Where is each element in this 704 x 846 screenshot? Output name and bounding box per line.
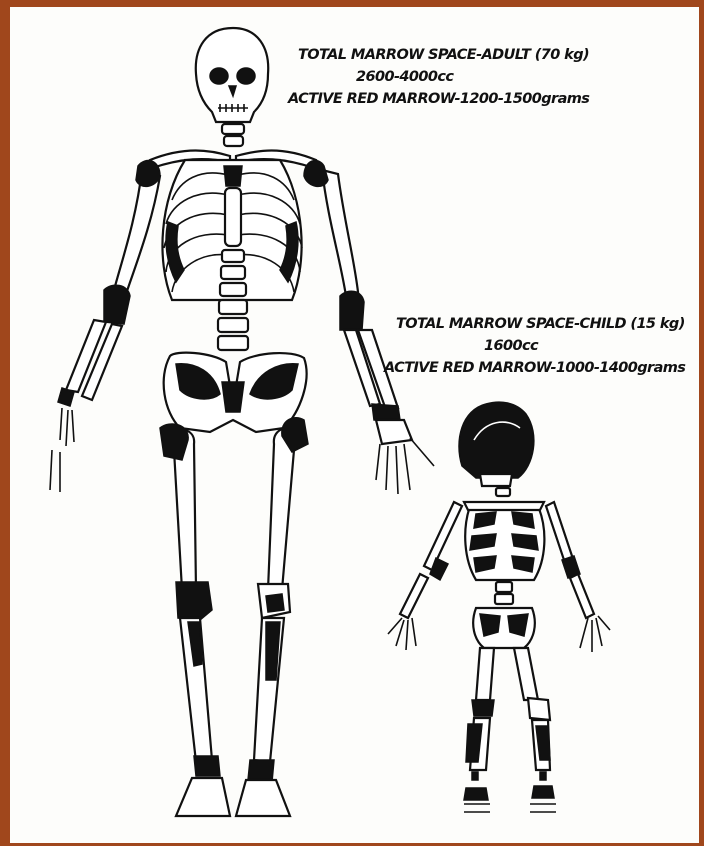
adult-left-hand [50, 408, 74, 492]
adult-skull [196, 28, 268, 122]
adult-marrow-label: TOTAL MARROW SPACE-ADULT (70 kg) 2600-40… [282, 44, 622, 110]
child-total-marrow-space: TOTAL MARROW SPACE-CHILD (15 kg) [380, 313, 690, 335]
child-skull [459, 402, 534, 478]
adult-active-red-marrow: ACTIVE RED MARROW-1200-1500grams [282, 88, 622, 110]
adult-left-knee-marrow [176, 582, 212, 620]
child-skeleton [388, 402, 610, 812]
adult-right-hand [376, 420, 434, 494]
adult-left-foot [176, 778, 230, 816]
adult-marrow-volume: 2600-4000cc [282, 66, 622, 88]
child-left-foot [464, 772, 490, 812]
child-marrow-label: TOTAL MARROW SPACE-CHILD (15 kg) 1600cc … [380, 313, 690, 379]
adult-total-marrow-space: TOTAL MARROW SPACE-ADULT (70 kg) [282, 44, 622, 66]
adult-right-humerus [322, 170, 358, 296]
child-right-foot [530, 772, 556, 812]
child-marrow-volume: 1600cc [380, 335, 690, 357]
child-rib-cage [465, 506, 544, 580]
adult-skeleton [50, 28, 434, 816]
adult-right-foot [236, 780, 290, 816]
adult-left-humerus [114, 170, 160, 294]
adult-sternum-marrow [224, 166, 242, 186]
adult-pelvis [164, 353, 307, 432]
adult-right-femur [268, 427, 300, 590]
child-active-red-marrow: ACTIVE RED MARROW-1000-1400grams [380, 357, 690, 379]
